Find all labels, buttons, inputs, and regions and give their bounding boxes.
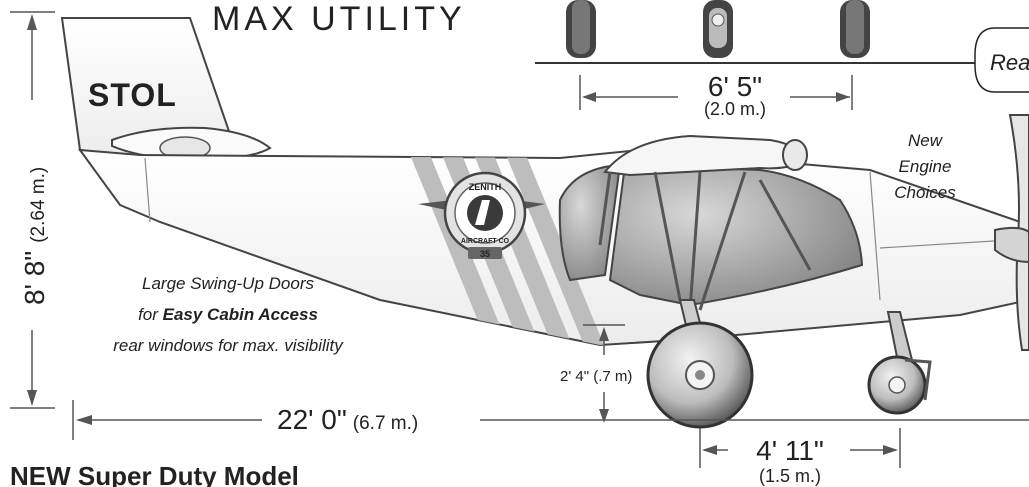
front-view-gear [535,0,1029,64]
length-dimension: 22' 0"(6.7 m.) [72,400,1029,440]
header-title: MAX UTILITY [212,0,466,38]
wing-root [603,134,807,177]
emblem-top-text: ZENITH [469,182,502,192]
emblem-bottom-text: AIRCRAFT CO [461,238,510,245]
doors-note: Large Swing-Up Doors for Easy Cabin Acce… [113,274,344,355]
svg-text:rear windows for max. visibili: rear windows for max. visibility [113,336,344,355]
track-dimension-label: 6' 5" [708,71,762,102]
aircraft-side-view: STOL [60,17,1029,429]
wheelbase-dimension: 4' 11" (1.5 m.) [699,428,901,486]
height-dimension: 8' 8"(2.64 m.) [10,11,55,409]
track-dimension-metric: (2.0 m.) [704,99,766,119]
front-view-wheel-right [840,0,870,58]
wheelbase-metric: (1.5 m.) [759,466,821,486]
zenith-emblem: ZENITH AIRCRAFT CO 35 [418,171,545,259]
cabin-frame [598,171,812,311]
rear-window [558,163,622,282]
propeller [994,114,1029,351]
callout-text: Rea [990,50,1029,75]
front-view-ground-line [535,62,1029,64]
nose-wheel [867,355,932,415]
track-dimension: 6' 5" (2.0 m.) [579,71,853,119]
wheelbase-label: 4' 11" [756,435,824,466]
doors-note-line2: for Easy Cabin Access [138,305,318,324]
svg-text:Engine: Engine [899,157,952,176]
tail-logo: STOL [88,77,177,113]
length-dimension-label: 22' 0"(6.7 m.) [277,404,418,435]
engine-note: New Engine Choices [894,131,956,202]
model-title: NEW Super Duty Model [10,461,299,487]
svg-text:Choices: Choices [894,183,956,202]
front-view-wheel-left [566,0,596,58]
main-wheel [646,321,754,429]
front-view-wheel-center [703,0,733,58]
clearance-dimension: 2' 4" (.7 m) [560,324,632,423]
clearance-label: 2' 4" (.7 m) [560,368,632,385]
callout-bubble [974,27,1029,93]
svg-text:Large Swing-Up Doors: Large Swing-Up Doors [142,274,314,293]
height-dimension-label: 8' 8"(2.64 m.) [19,167,50,305]
svg-text:New: New [908,131,944,150]
emblem-year: 35 [480,249,490,259]
